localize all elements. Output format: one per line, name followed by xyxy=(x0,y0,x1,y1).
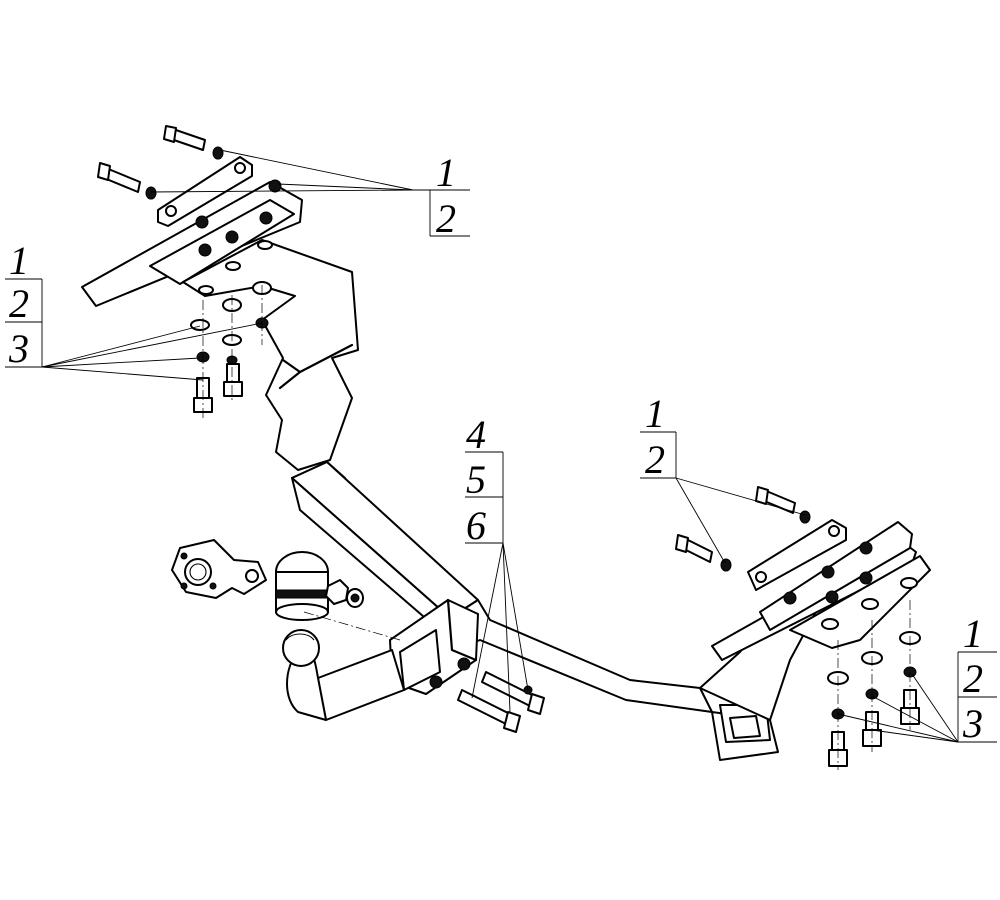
main-cross-beam xyxy=(291,461,821,761)
callout-label: 6 xyxy=(466,503,486,548)
callout-label: 1 xyxy=(9,238,29,283)
left-bottom-fasteners xyxy=(190,285,269,420)
right-mounting-bracket xyxy=(711,521,931,661)
ball-cover xyxy=(275,551,329,621)
left-mounting-bracket xyxy=(81,181,359,471)
callout-label: 2 xyxy=(436,196,456,241)
right-clamp-plate xyxy=(747,519,847,591)
socket-bracket xyxy=(171,539,267,599)
callout-label: 2 xyxy=(645,437,665,482)
callout-label: 1 xyxy=(436,150,456,195)
callout-label: 2 xyxy=(9,281,29,326)
leader-lines xyxy=(5,149,997,743)
callout-group-bottom-right: 1 2 3 xyxy=(962,611,983,746)
callout-label: 3 xyxy=(962,701,983,746)
callout-label: 1 xyxy=(963,611,983,656)
callout-label: 1 xyxy=(645,391,665,436)
callout-label: 2 xyxy=(963,656,983,701)
callout-label: 4 xyxy=(466,412,486,457)
callout-group-top-right: 1 2 xyxy=(436,150,456,241)
callout-group-mid-right: 1 2 xyxy=(645,391,665,482)
callout-label: 5 xyxy=(466,457,486,502)
left-top-bolts xyxy=(97,125,282,257)
right-bottom-fasteners xyxy=(827,600,921,770)
ball-nut-washer xyxy=(303,579,401,641)
ball-mount-bolts xyxy=(457,671,545,733)
tow-ball-mount xyxy=(282,598,479,721)
callout-group-left: 1 2 3 xyxy=(8,238,29,371)
callout-group-center: 4 5 6 xyxy=(466,412,486,548)
callout-label: 3 xyxy=(8,326,29,371)
